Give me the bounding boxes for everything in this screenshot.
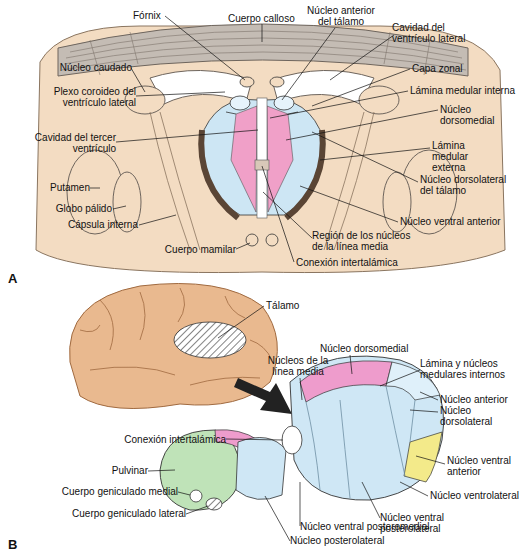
panel-letter: B xyxy=(8,538,17,552)
structure-label: Pulvinar xyxy=(100,465,148,476)
panel-letter: A xyxy=(8,272,17,286)
leader-lines xyxy=(90,16,438,262)
structure-label: Tálamo xyxy=(266,300,299,311)
structure-label: Cápsula interna xyxy=(50,219,138,230)
structure-label: Lámina y núcleos medulares internos xyxy=(420,358,520,380)
structure-label: Núcleo caudado xyxy=(50,62,132,73)
structure-label: Núcleo dorsolateral del tálamo xyxy=(420,174,518,196)
structure-label: Núcleo dorsomedial xyxy=(320,343,408,354)
structure-label: Lámina medular externa xyxy=(432,140,502,173)
structure-label: Núcleo anterior del tálamo xyxy=(300,5,382,27)
structure-label: Lámina medular interna xyxy=(410,85,515,96)
structure-label: Cuerpo calloso xyxy=(228,13,295,24)
structure-label: Núcleo dorsomedial xyxy=(440,104,500,126)
structure-label: Cavidad del tercer ventrículo xyxy=(30,132,116,154)
structure-label: Globo pálido xyxy=(40,203,112,214)
structure-label: Conexión intertalámica xyxy=(296,257,398,268)
structure-label: Cuerpo geniculado medial xyxy=(40,486,178,497)
structure-label: Conexión intertalámica xyxy=(110,434,226,445)
structure-label: Núcleo ventral anterior xyxy=(447,455,517,477)
structure-label: Plexo coroideo del ventrículo lateral xyxy=(30,86,136,108)
structure-label: Núcleo ventral posteromedial xyxy=(300,521,430,532)
structure-label: Núcleo dorsolateral xyxy=(440,405,510,427)
structure-label: Núcleo ventral anterior xyxy=(400,216,501,227)
structure-label: Núcleo posterolateral xyxy=(290,535,385,546)
thalamus-3d xyxy=(160,356,444,510)
structure-label: Núcleos de la línea media xyxy=(262,355,334,377)
structure-label: Cavidad del ventrículo lateral xyxy=(392,22,487,44)
structure-label: Cuerpo geniculado lateral xyxy=(40,508,186,519)
structure-label: Putamen xyxy=(40,182,90,193)
leader-lines xyxy=(148,306,445,541)
structure-label: Capa zonal xyxy=(412,63,463,74)
structure-label: Núcleo anterior xyxy=(440,394,508,405)
structure-label: Fórnix xyxy=(133,10,161,21)
structure-label: Cuerpo mamilar xyxy=(160,244,236,255)
structure-label: Núcleo ventrolateral xyxy=(430,490,519,501)
structure-label: Región de los núcleos de la línea media xyxy=(312,230,422,252)
brain-lateral-view xyxy=(70,284,292,415)
